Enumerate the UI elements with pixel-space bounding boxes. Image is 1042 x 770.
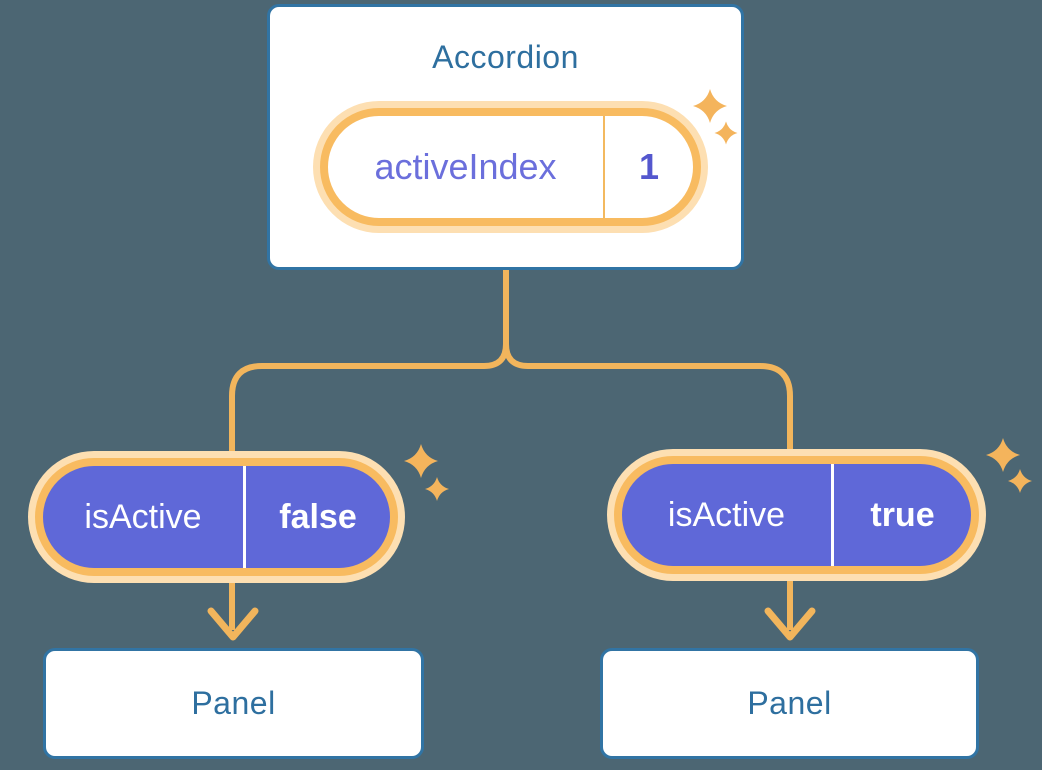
prop-pill-label: isActive [84,497,202,536]
sparkle-icon [693,89,727,123]
panel-card-right: Panel [600,648,979,759]
state-pill-divider [603,116,605,218]
panel-card-left: Panel [43,648,424,759]
sparkle-icon [714,121,738,145]
branch-right [503,269,793,630]
prop-pill-left-glow: isActive false [28,451,405,583]
prop-pill-left: isActive false [35,458,398,576]
state-pill-glow: activeIndex 1 [313,101,708,233]
arrow-down-icon [764,607,816,641]
arrow-down-icon [207,607,259,641]
prop-pill-right: isActive true [614,456,979,574]
state-pill-label: activeIndex [374,146,557,187]
prop-pill-label: isActive [667,495,786,534]
state-pill-value: 1 [638,146,660,187]
prop-pill-divider [243,466,246,568]
prop-pill-divider [831,464,834,566]
panel-title: Panel [747,685,832,721]
prop-pill-value: false [279,497,357,536]
prop-pill-right-glow: isActive true [607,449,986,581]
accordion-title: Accordion [432,39,579,75]
sparkle-icon [1008,469,1032,493]
state-pill: activeIndex 1 [320,108,701,226]
prop-pill-value: true [870,495,935,534]
sparkle-icon [404,444,438,478]
sparkle-icon [425,477,449,501]
panel-title: Panel [191,685,276,721]
sparkle-icon [986,438,1020,472]
